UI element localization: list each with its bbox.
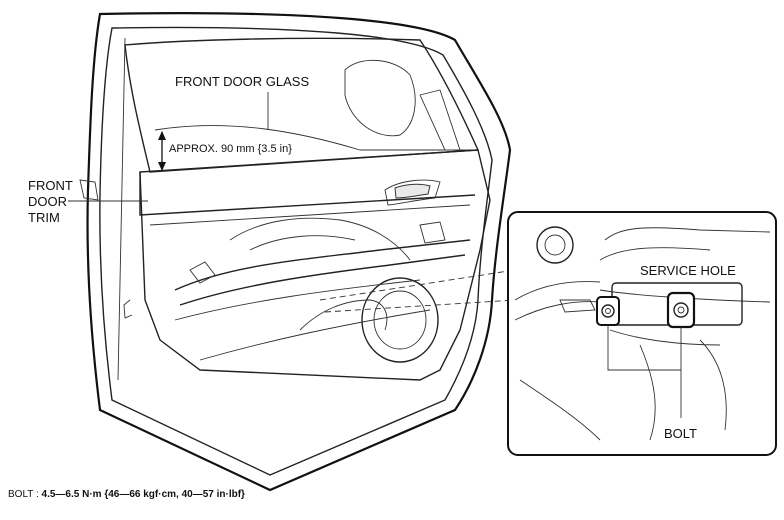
front-door-trim-label-line3: TRIM (28, 210, 60, 225)
bolt-torque-spec: BOLT : 4.5—6.5 N·m {46—66 kgf·cm, 40—57 … (8, 489, 245, 500)
window-opening (124, 37, 480, 173)
bolt-label: BOLT (664, 426, 697, 441)
approx-height-label: APPROX. 90 mm {3.5 in} (169, 143, 292, 155)
service-hole-label: SERVICE HOLE (640, 263, 736, 278)
front-door-glass-label: FRONT DOOR GLASS (175, 74, 309, 89)
front-door-trim-label-line2: DOOR (28, 194, 67, 209)
door-trim-panel (139, 149, 491, 381)
bolt-torque-spec-label: BOLT : (8, 489, 42, 500)
bolt-torque-spec-value: 4.5—6.5 N·m {46—66 kgf·cm, 40—57 in·lbf} (41, 489, 245, 500)
service-hole-detail-inset: SERVICE HOLE BOLT (507, 211, 777, 456)
front-door-trim-callout: FRONT DOOR TRIM (28, 178, 148, 225)
door-frame (79, 12, 512, 492)
detail-leader-lines (319, 269, 516, 313)
approx-height-dimension: APPROX. 90 mm {3.5 in} (158, 131, 292, 171)
front-door-trim-label-line1: FRONT (28, 178, 73, 193)
front-door-glass-callout: FRONT DOOR GLASS (175, 74, 309, 130)
